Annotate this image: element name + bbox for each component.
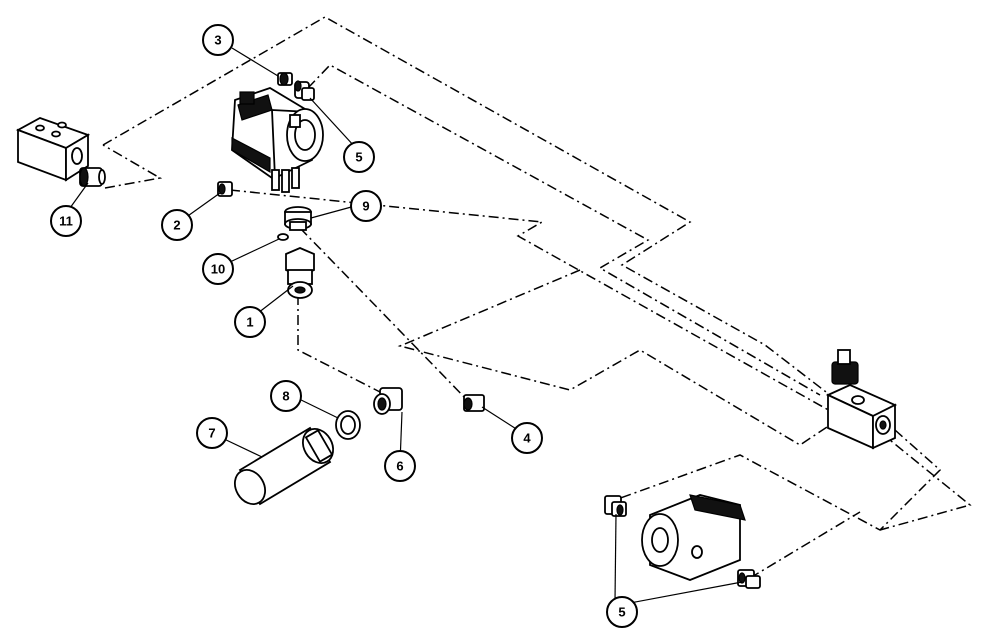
fitting-4 <box>463 394 485 412</box>
hose-route-f <box>297 295 381 393</box>
callout-7-label: 7 <box>208 426 215 441</box>
hose-route-e <box>397 269 831 446</box>
callout-11: 11 <box>50 205 82 237</box>
callout-8-label: 8 <box>282 389 289 404</box>
fitting-11 <box>79 167 106 187</box>
callout-9: 9 <box>350 190 382 222</box>
callout-6-label: 6 <box>396 459 403 474</box>
callout-8: 8 <box>270 380 302 412</box>
callout-5-top: 5 <box>343 141 375 173</box>
manifold-block <box>15 117 91 182</box>
callout-5-top-label: 5 <box>355 150 362 165</box>
callout-6: 6 <box>384 450 416 482</box>
callout-9-label: 9 <box>362 199 369 214</box>
nut-8 <box>335 410 361 440</box>
fitting-5-top <box>294 80 315 101</box>
callout-11-label: 11 <box>59 214 73 229</box>
callout-4-label: 4 <box>523 431 531 446</box>
callout-3-label: 3 <box>214 33 221 48</box>
callout-10: 10 <box>202 253 234 285</box>
hose-route-g <box>299 227 471 404</box>
fitting-2 <box>217 181 233 197</box>
callout-2-label: 2 <box>173 218 180 233</box>
callout-1-label: 1 <box>246 315 253 330</box>
hose-route-d <box>229 189 833 413</box>
callout-4: 4 <box>511 422 543 454</box>
hose-route-b <box>102 144 163 189</box>
callout-10-label: 10 <box>211 262 225 277</box>
callout-7: 7 <box>196 417 228 449</box>
callout-5-bottom: 5 <box>606 596 638 628</box>
hose-route-i <box>879 431 972 531</box>
leader-lines <box>69 47 743 604</box>
valve-block <box>825 349 898 450</box>
fitting-1 <box>285 247 315 299</box>
filter-7 <box>234 426 334 506</box>
fitting-5-bottom-right <box>737 569 761 589</box>
fitting-9 <box>284 206 312 231</box>
callout-3: 3 <box>202 24 234 56</box>
callout-2: 2 <box>161 209 193 241</box>
hose-route-c <box>307 64 821 396</box>
hose-route-a <box>102 16 831 396</box>
hose-route-j <box>749 511 861 579</box>
fitting-3 <box>277 72 293 86</box>
hose-routes <box>102 16 972 579</box>
fitting-6 <box>373 387 403 415</box>
callout-5-bottom-label: 5 <box>618 605 625 620</box>
callout-1: 1 <box>234 306 266 338</box>
fitting-5-bottom-left <box>604 495 627 517</box>
o-ring-10 <box>277 233 289 241</box>
pump-assembly <box>231 87 324 193</box>
motor <box>641 494 746 581</box>
